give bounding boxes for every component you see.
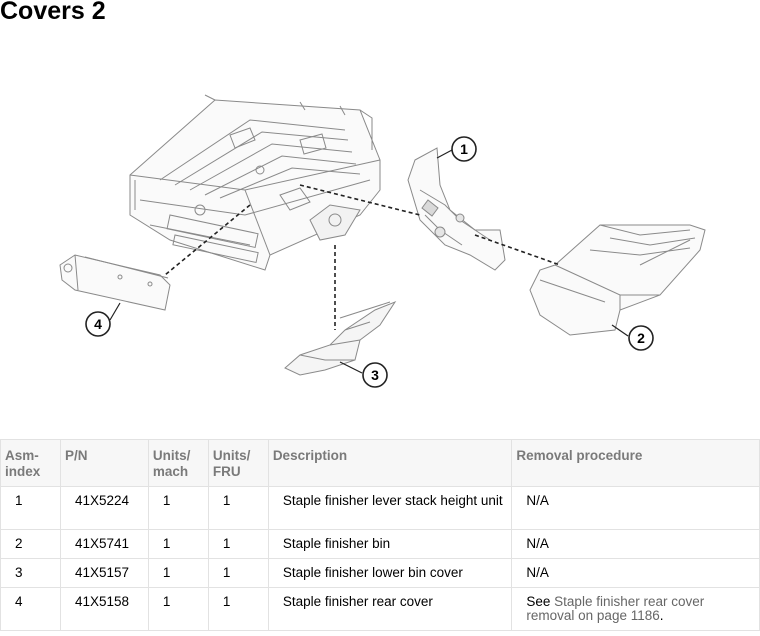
printer-frame-drawing <box>129 94 381 271</box>
cell-description: Staple finisher lever stack height unit <box>267 486 513 530</box>
cell-description: Staple finisher bin <box>267 529 513 559</box>
table-row: 3 41X5157 1 1 Staple finisher lower bin … <box>0 558 760 588</box>
cell-units-mach: 1 <box>147 587 209 631</box>
cell-pn: 41X5224 <box>59 486 149 530</box>
cell-removal: N/A <box>511 558 760 588</box>
cell-removal: See Staple finisher rear cover removal o… <box>511 587 760 631</box>
cell-removal: N/A <box>511 529 760 559</box>
cell-pn: 41X5741 <box>59 529 149 559</box>
cell-asm: 1 <box>0 486 61 530</box>
table-row: 1 41X5224 1 1 Staple finisher lever stac… <box>0 486 760 530</box>
parts-table: Asm-index P/N Units/mach Units/FRU Descr… <box>0 439 760 631</box>
part-2-bin-drawing <box>529 224 706 336</box>
page-title: Covers 2 <box>0 0 106 25</box>
removal-procedure-link[interactable]: Staple finisher rear cover removal on pa… <box>526 594 705 623</box>
header-asm-index: Asm-index <box>0 439 61 487</box>
leader-lines <box>164 184 561 330</box>
table-row: 4 41X5158 1 1 Staple finisher rear cover… <box>0 587 760 631</box>
callout-4: 4 <box>85 311 111 337</box>
cell-asm: 3 <box>0 558 61 588</box>
callout-pointers <box>109 149 629 374</box>
part-1-lever-drawing <box>407 147 506 271</box>
callout-2: 2 <box>628 325 654 351</box>
cell-removal: N/A <box>511 486 760 530</box>
cell-pn: 41X5158 <box>59 587 149 631</box>
svg-text:3: 3 <box>371 367 379 383</box>
svg-text:4: 4 <box>94 316 102 332</box>
svg-text:1: 1 <box>460 141 468 157</box>
cell-units-fru: 1 <box>207 529 269 559</box>
table-header-row: Asm-index P/N Units/mach Units/FRU Descr… <box>0 439 760 487</box>
cell-units-fru: 1 <box>207 587 269 631</box>
cell-units-fru: 1 <box>207 558 269 588</box>
cell-units-mach: 1 <box>147 486 209 530</box>
callout-3: 3 <box>362 362 388 388</box>
cell-units-fru: 1 <box>207 486 269 530</box>
exploded-parts-diagram: 1 2 3 4 <box>59 94 706 388</box>
cell-asm: 2 <box>0 529 61 559</box>
header-pn: P/N <box>59 439 149 487</box>
cell-pn: 41X5157 <box>59 558 149 588</box>
cell-asm: 4 <box>0 587 61 631</box>
callout-1: 1 <box>451 136 477 162</box>
svg-text:2: 2 <box>637 330 645 346</box>
cell-units-mach: 1 <box>147 558 209 588</box>
removal-see-text: See <box>526 594 555 609</box>
header-description: Description <box>267 439 513 487</box>
part-4-rear-cover-drawing <box>59 254 171 311</box>
part-3-cover-drawing <box>284 300 397 376</box>
cell-units-mach: 1 <box>147 529 209 559</box>
cell-description: Staple finisher lower bin cover <box>267 558 513 588</box>
header-units-fru: Units/FRU <box>207 439 269 487</box>
removal-period: . <box>659 608 664 623</box>
header-units-mach: Units/mach <box>147 439 209 487</box>
table-row: 2 41X5741 1 1 Staple finisher bin N/A <box>0 529 760 559</box>
header-removal-procedure: Removal procedure <box>511 439 760 487</box>
cell-description: Staple finisher rear cover <box>267 587 513 631</box>
